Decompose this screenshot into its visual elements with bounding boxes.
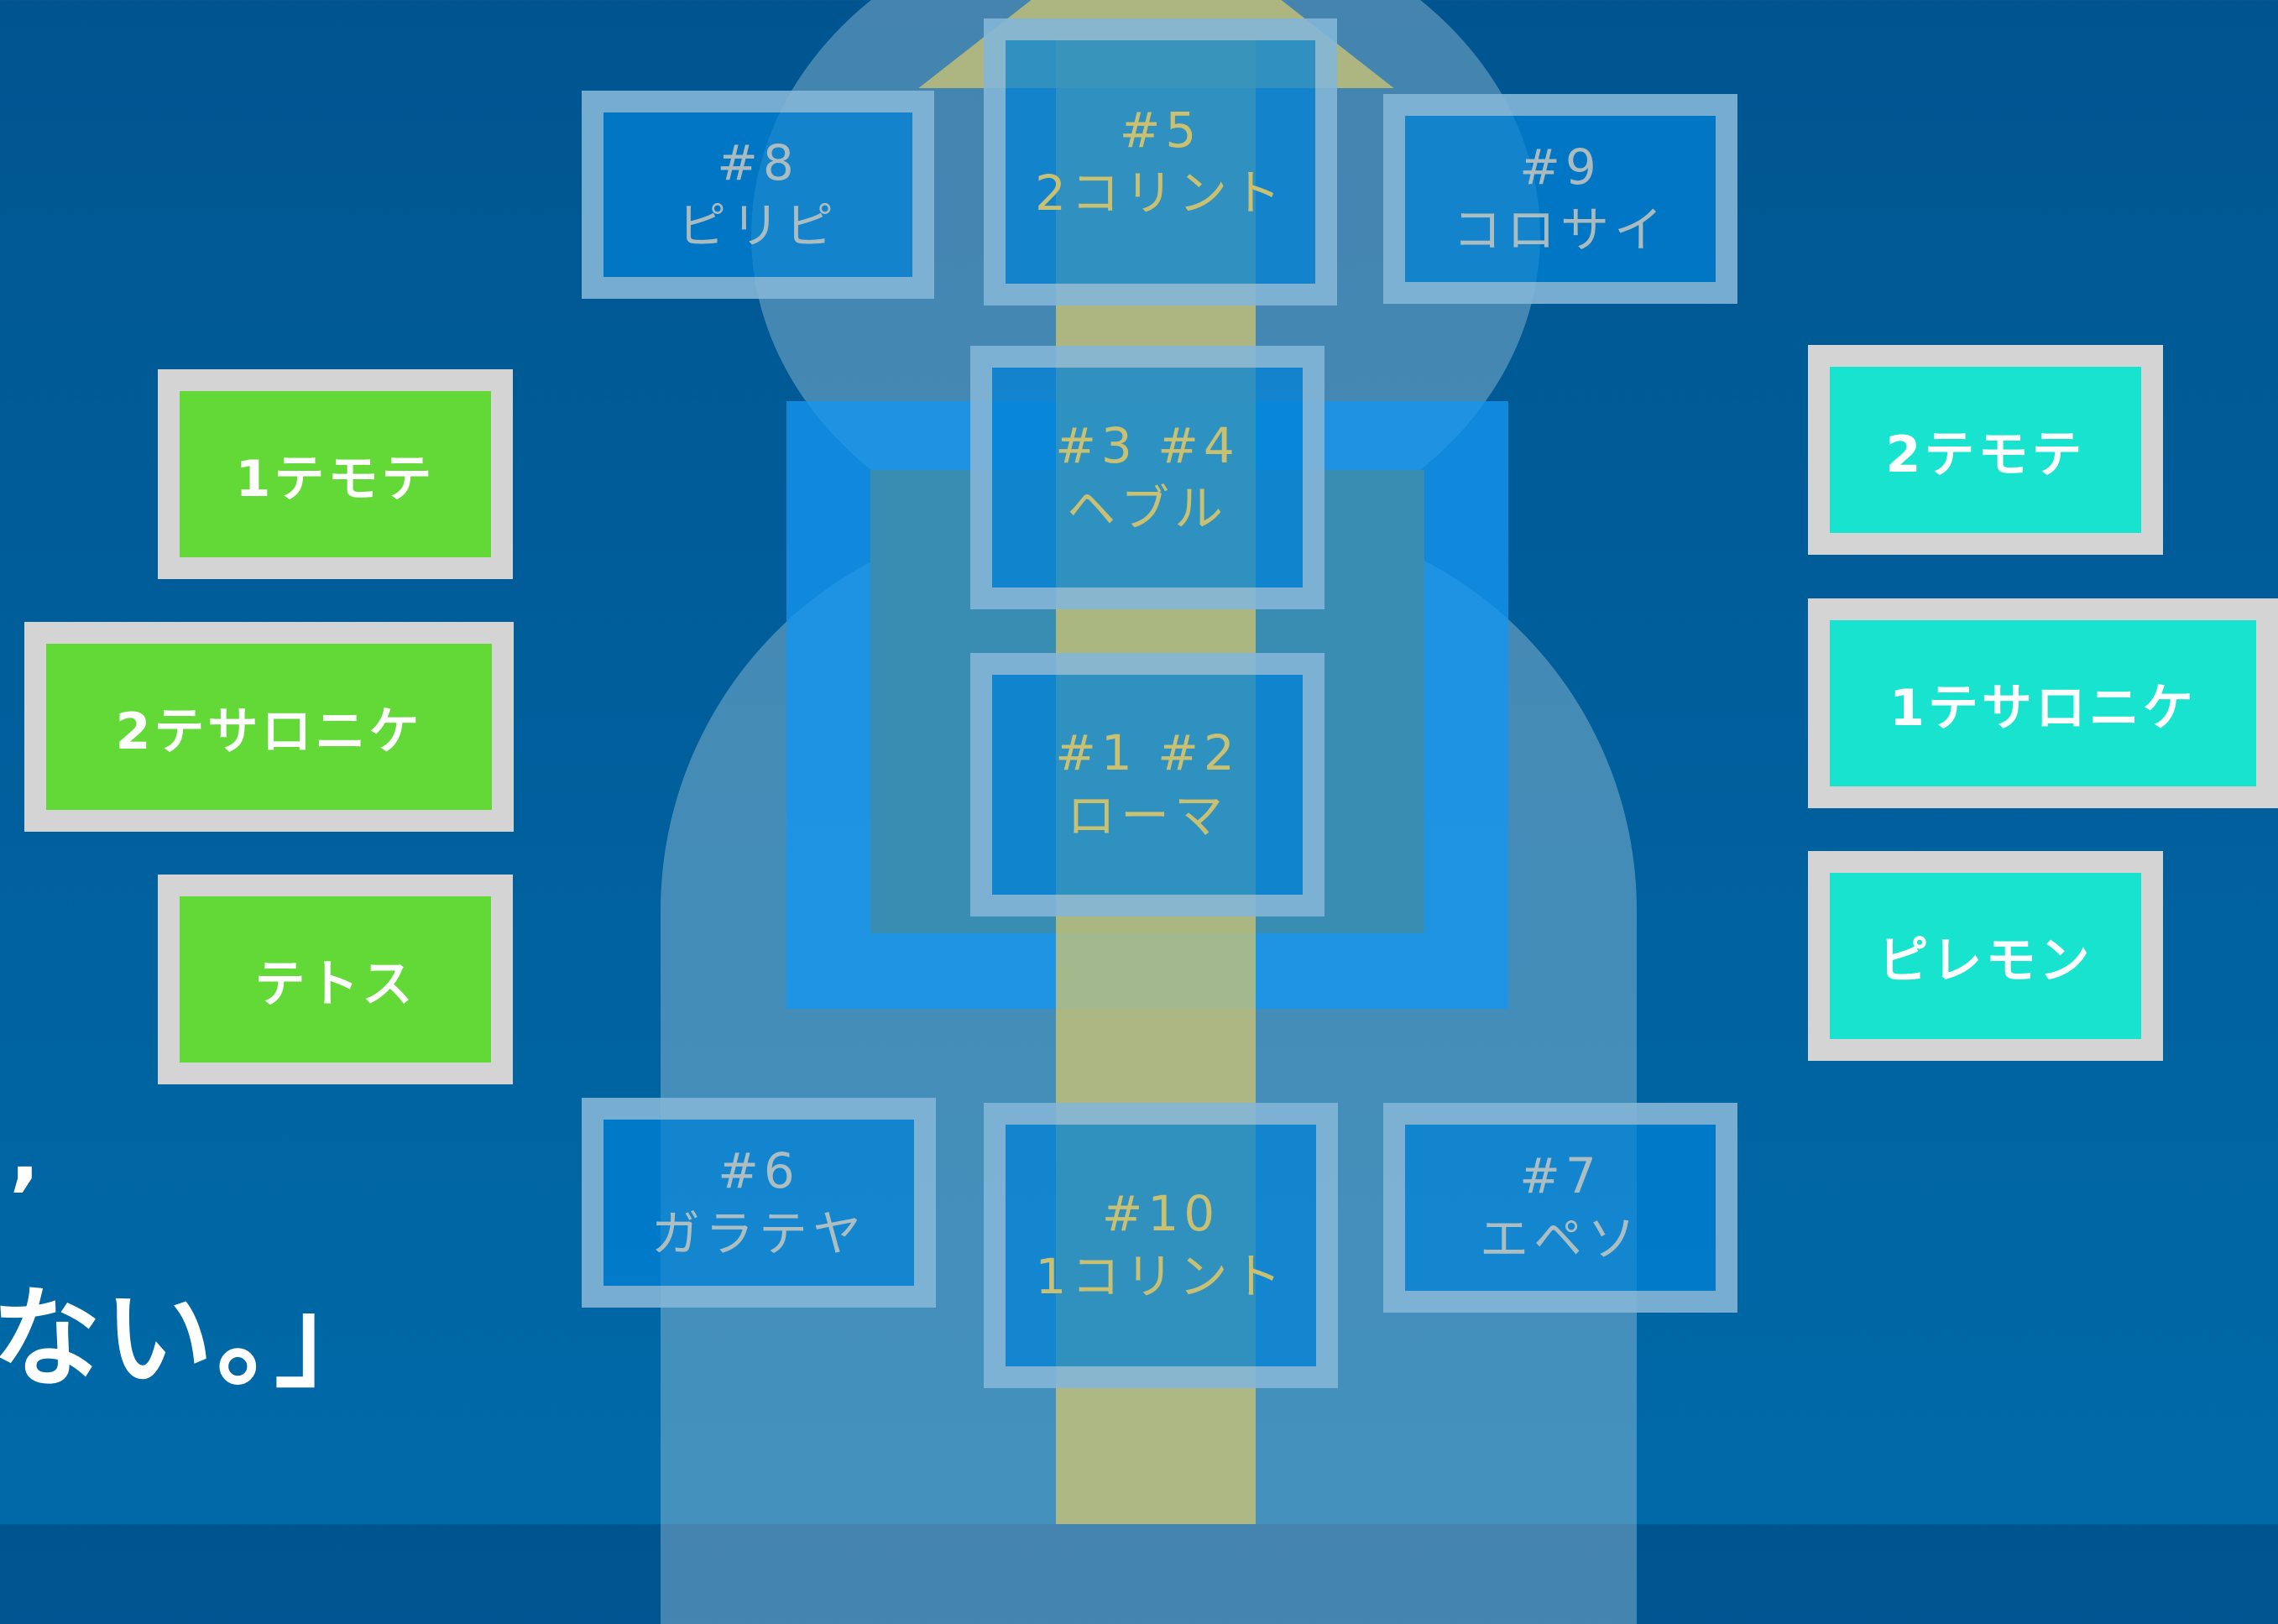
side-box-label: 1テサロニケ [1889, 678, 2197, 738]
side-box-2timothy: 2テモテ [1808, 345, 2163, 555]
book-name: ガラテヤ [650, 1205, 866, 1262]
book-number: #9 [1519, 138, 1601, 196]
side-box-label: 2テサロニケ [115, 702, 423, 761]
quote-mark: ’ [8, 1150, 40, 1248]
book-name: ローマ [1066, 787, 1228, 844]
book-name: ピリピ [677, 197, 839, 254]
side-box-2thessalonians: 2テサロニケ [24, 622, 514, 832]
book-number: #6 [718, 1141, 800, 1199]
book-box-hebrews: #3 #4 ヘブル [970, 346, 1324, 609]
book-number: #7 [1519, 1146, 1601, 1204]
side-box-label: 2テモテ [1885, 425, 2086, 484]
book-name: エペソ [1479, 1210, 1641, 1267]
book-box-ephesians: #7 エペソ [1383, 1103, 1737, 1313]
book-number: #1 #2 [1055, 723, 1240, 781]
book-box-2corinthians: #5 2コリント [984, 18, 1337, 305]
book-number: #10 [1101, 1184, 1220, 1242]
book-number: #8 [717, 133, 799, 191]
side-box-1thessalonians: 1テサロニケ [1808, 598, 2278, 808]
book-box-romans: #1 #2 ローマ [970, 653, 1324, 916]
book-name: コロサイ [1452, 201, 1668, 258]
book-name: 1コリント [1035, 1248, 1287, 1305]
book-box-1corinthians: #10 1コリント [984, 1103, 1338, 1388]
book-box-colossians: #9 コロサイ [1383, 94, 1737, 304]
side-box-label: ピレモン [1878, 931, 2093, 990]
book-number: #3 #4 [1055, 416, 1240, 474]
book-number: #5 [1119, 101, 1202, 159]
quote-text: ない。」 [0, 1275, 388, 1402]
side-box-label: テトス [254, 954, 416, 1014]
side-box-label: 1テモテ [235, 449, 436, 509]
side-box-1timothy: 1テモテ [158, 369, 513, 579]
book-name: ヘブル [1066, 480, 1228, 537]
book-box-galatians: #6 ガラテヤ [582, 1098, 936, 1308]
side-box-philemon: ピレモン [1808, 851, 2163, 1061]
book-box-philippians: #8 ピリピ [582, 91, 934, 299]
book-name: 2コリント [1035, 164, 1286, 222]
side-box-titus: テトス [158, 875, 513, 1084]
